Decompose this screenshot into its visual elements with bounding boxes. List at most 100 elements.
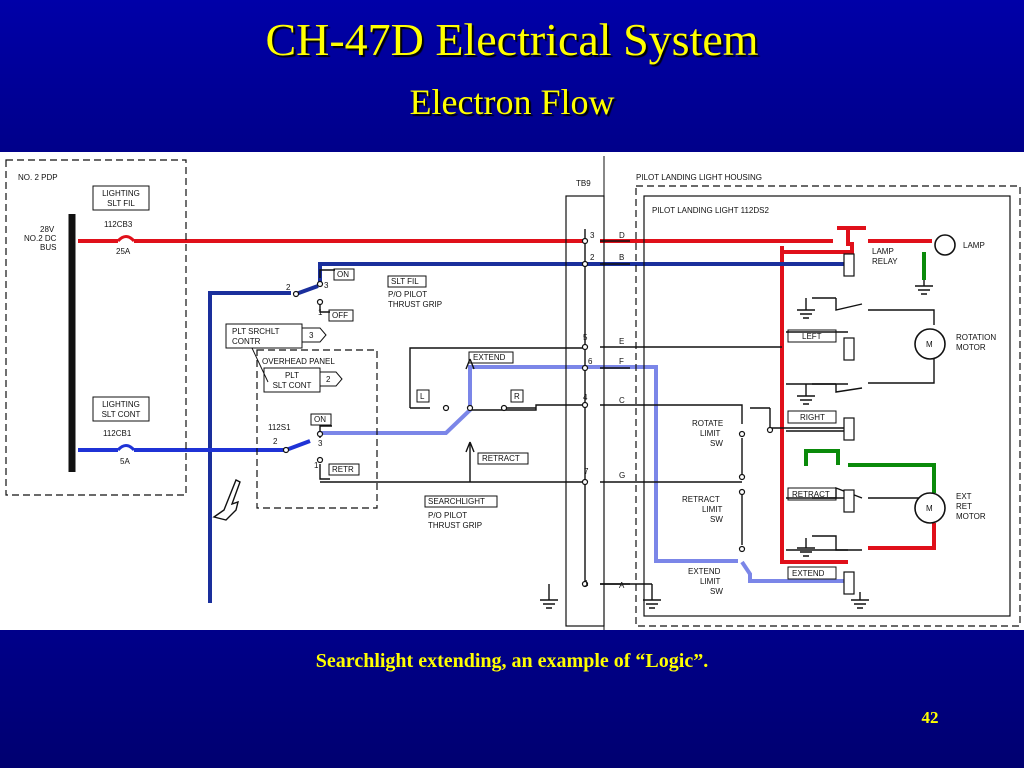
slt-cont-wire (78, 439, 311, 452)
page-number: 42 (921, 708, 939, 727)
right-label: RIGHT (800, 413, 825, 422)
lighting-slt-cont-line1: LIGHTING (102, 400, 140, 409)
fil-on-label: ON (337, 270, 349, 279)
pdp-box (5, 159, 187, 496)
bus-label-2: NO.2 DC (24, 234, 57, 243)
overhead-panel-box (256, 349, 378, 509)
left-label: LEFT (802, 332, 822, 341)
retract-relay-label: RETRACT (792, 490, 830, 499)
cb-fil-label: 112CB3 (104, 220, 133, 229)
housing-title: PILOT LANDING LIGHT HOUSING (636, 173, 762, 182)
cb-fil-arc (116, 235, 136, 243)
lighting-slt-cont-line2: SLT CONT (102, 410, 141, 419)
switch-contacts (282, 237, 774, 588)
tb9-letter-f: F (619, 357, 624, 366)
bus-label-3: BUS (40, 243, 56, 252)
tb9-pin-7: 7 (584, 467, 589, 476)
tb9-letter-b: B (619, 253, 624, 262)
slide-subtitle: Electron Flow (409, 82, 615, 122)
tb9-pin-6: 6 (588, 357, 593, 366)
pointing-hand-icon (212, 479, 241, 521)
retract-limit-line3: SW (710, 515, 723, 524)
tb9-pin-5: 5 (583, 333, 588, 342)
overhead-panel-title: OVERHEAD PANEL (262, 357, 335, 366)
wiring-diagram: NO. 2 PDP LIGHTING SLT FIL 112CB3 25A 28… (0, 152, 1024, 630)
ext-ret-motor-line3: MOTOR (956, 512, 986, 521)
rotation-motor-line1: ROTATION (956, 333, 996, 342)
cb-fil-rating: 25A (116, 247, 131, 256)
tb9-pin-3: 3 (590, 231, 595, 240)
retract-limit-line1: RETRACT (682, 495, 720, 504)
searchlight-desc-2: THRUST GRIP (428, 521, 482, 530)
slt-fil-label: SLT FIL (391, 277, 419, 286)
fil-pin-3: 3 (324, 281, 329, 290)
cb-cont-label: 112CB1 (103, 429, 132, 438)
switch-l-label: L (420, 392, 425, 401)
relay-coils (843, 253, 855, 595)
plt-slt-cont-line1: PLT (285, 371, 299, 380)
ext-ret-motor-line1: EXT (956, 492, 972, 501)
lighting-slt-fil-line1: LIGHTING (102, 189, 140, 198)
fil-desc-1: P/O PILOT (388, 290, 427, 299)
fil-desc-2: THRUST GRIP (388, 300, 442, 309)
cb-cont-rating: 5A (120, 457, 130, 466)
tb9-pin-4: 4 (583, 393, 588, 402)
searchlight-desc-1: P/O PILOT (428, 511, 467, 520)
tb9-letter-g: G (619, 471, 625, 480)
plt-slt-cont-line2: SLT CONT (273, 381, 312, 390)
retract-limit-line2: LIMIT (702, 505, 723, 514)
ext-ret-motor-symbol (914, 492, 946, 524)
ovh-pin-2: 2 (273, 437, 278, 446)
fil-off-label: OFF (332, 311, 348, 320)
slide-caption: Searchlight extending, an example of “Lo… (315, 650, 709, 672)
rotation-motor-m: M (926, 340, 933, 349)
plt-slt-cont-ref: 2 (326, 375, 331, 384)
lamp-label: LAMP (963, 241, 985, 250)
tb9-letter-a: A (619, 581, 625, 590)
switch-r-label: R (514, 392, 520, 401)
slide-header (0, 0, 1024, 152)
light-title: PILOT LANDING LIGHT 112DS2 (652, 206, 769, 215)
searchlight-label: SEARCHLIGHT (428, 497, 485, 506)
ovh-on-label: ON (314, 415, 326, 424)
rotate-limit-line2: LIMIT (700, 429, 721, 438)
cb-cont-arc (116, 444, 136, 452)
rotation-motor-line2: MOTOR (956, 343, 986, 352)
retract-switch-label: RETRACT (482, 454, 520, 463)
fil-pin-2: 2 (286, 283, 291, 292)
rotate-limit-line1: ROTATE (692, 419, 723, 428)
plt-srchlt-line1: PLT SRCHLT (232, 327, 280, 336)
ovh-pin-3: 3 (318, 439, 323, 448)
extend-limit-line1: EXTEND (688, 567, 721, 576)
switch-112s1: 112S1 (268, 423, 291, 432)
rotation-motor-symbol (914, 328, 946, 360)
housing-box (635, 185, 1021, 627)
ovh-pin-1: 1 (314, 461, 319, 470)
ext-ret-motor-m: M (926, 504, 933, 513)
tb9-letter-c: C (619, 396, 625, 405)
lighting-slt-fil-line2: SLT FIL (107, 199, 135, 208)
power-wire (78, 226, 936, 564)
tb9-letter-e: E (619, 337, 624, 346)
black-wiring (68, 214, 935, 609)
tb9-label: TB9 (576, 179, 591, 188)
tb9-pin-1: 1 (584, 579, 589, 588)
light-box (643, 195, 1011, 617)
extend-limit-line2: LIMIT (700, 577, 721, 586)
rotate-limit-line3: SW (710, 439, 723, 448)
ground-wire (804, 252, 936, 493)
pdp-title: NO. 2 PDP (18, 173, 58, 182)
ext-ret-motor-line2: RET (956, 502, 972, 511)
tb9-letter-d: D (619, 231, 625, 240)
extend-limit-line3: SW (710, 587, 723, 596)
plt-srchlt-line2: CONTR (232, 337, 261, 346)
lamp-relay-line2: RELAY (872, 257, 898, 266)
extend-switch-label: EXTEND (473, 353, 506, 362)
plt-srchlt-ref: 3 (309, 331, 314, 340)
extend-relay-label: EXTEND (792, 569, 825, 578)
fil-pin-1: 1 (318, 308, 323, 317)
slide-footer (0, 630, 1024, 768)
tb9-pin-2: 2 (590, 253, 595, 262)
slide-title: CH-47D Electrical System (265, 14, 759, 65)
bus-label-1: 28V (40, 225, 55, 234)
